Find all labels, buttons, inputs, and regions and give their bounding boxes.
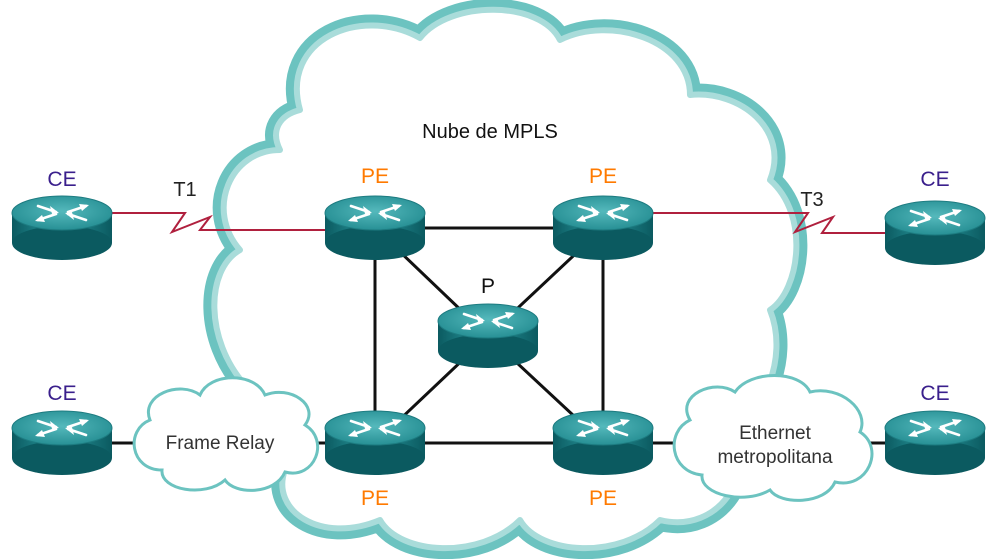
router-pe-bottom-right [551,409,655,477]
router-ce-top-right [883,199,987,267]
ce-top-left-label: CE [47,168,76,191]
router-pe-top-left [323,194,427,262]
serial-link-t3 [603,212,935,235]
pe-bottom-left-label: PE [361,487,389,510]
router-pe-bottom-left [323,409,427,477]
pe-bottom-right-label: PE [589,487,617,510]
p-core-label: P [481,275,495,298]
router-ce-bottom-left [10,409,114,477]
ce-bottom-left-label: CE [47,382,76,405]
frame-relay-cloud: Frame Relay [132,376,320,492]
router-ce-top-left [10,194,114,262]
metro-ethernet-cloud: Ethernet metropolitana [672,374,874,502]
serial-link-t1 [62,212,375,235]
ce-bottom-right-label: CE [920,382,949,405]
pe-top-left-label: PE [361,165,389,188]
frame-relay-label: Frame Relay [166,433,275,454]
metro-ethernet-label-line1: Ethernet [739,423,812,444]
router-p-core [436,302,540,370]
t1-link-label: T1 [173,179,196,201]
t3-link-label: T3 [800,189,823,211]
router-pe-top-right [551,194,655,262]
ce-top-right-label: CE [920,168,949,191]
mpls-cloud-label: Nube de MPLS [422,121,558,143]
router-ce-bottom-right [883,409,987,477]
pe-top-right-label: PE [589,165,617,188]
metro-ethernet-label-line2: metropolitana [717,447,833,468]
